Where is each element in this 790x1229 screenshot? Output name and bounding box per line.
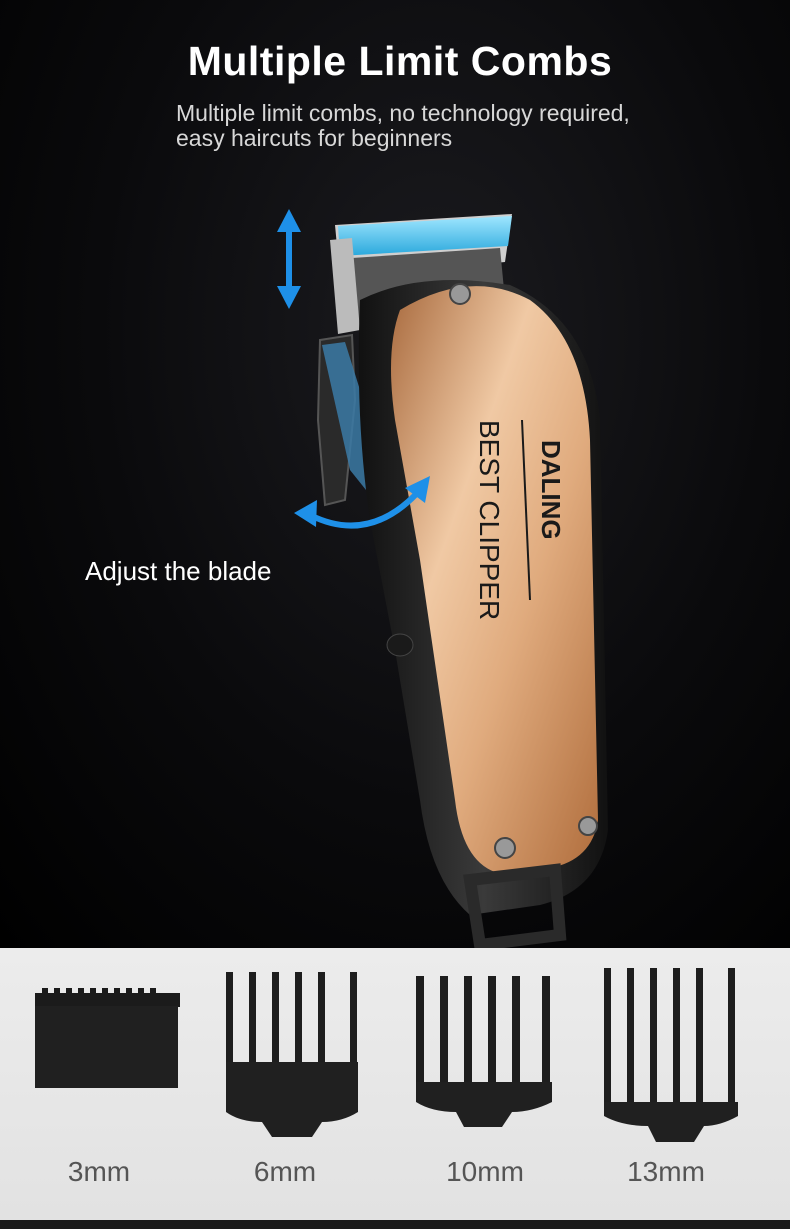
comb-10mm-image <box>416 976 552 1127</box>
clipper-front-panel <box>391 286 598 872</box>
adjust-blade-label: Adjust the blade <box>85 556 272 586</box>
page-subtitle: Multiple limit combs, no technology requ… <box>176 101 736 151</box>
model-text: BEST CLIPPER <box>474 420 505 620</box>
combs-panel <box>0 948 790 1220</box>
side-button <box>386 633 414 657</box>
comb-3mm-image <box>35 988 180 1088</box>
comb-label-10mm: 10mm <box>446 1156 524 1187</box>
curved-arrow-icon <box>294 476 430 529</box>
comb-label-13mm: 13mm <box>627 1156 705 1187</box>
comb-label-3mm: 3mm <box>67 1156 131 1187</box>
panel-screws <box>449 283 598 859</box>
bottom-strip <box>0 1220 790 1229</box>
hero-section: Multiple Limit Combs Multiple limit comb… <box>0 0 790 948</box>
model-text-group: BEST CLIPPER <box>474 420 505 620</box>
hang-loop <box>463 863 567 948</box>
subtitle-line-2: easy haircuts for beginners <box>176 125 453 151</box>
comb-label-6mm: 6mm <box>253 1156 317 1187</box>
brand-logo: DALING <box>536 440 566 540</box>
brand-text-group: DALING <box>536 440 566 540</box>
page-title: Multiple Limit Combs <box>187 38 613 84</box>
hair-clipper-image: DALING BEST CLIPPER <box>277 209 608 948</box>
comb-6mm-image <box>226 972 358 1137</box>
vertical-arrow-icon <box>277 209 301 309</box>
subtitle-line-1: Multiple limit combs, no technology requ… <box>176 100 630 126</box>
comb-13mm-image <box>604 968 738 1142</box>
